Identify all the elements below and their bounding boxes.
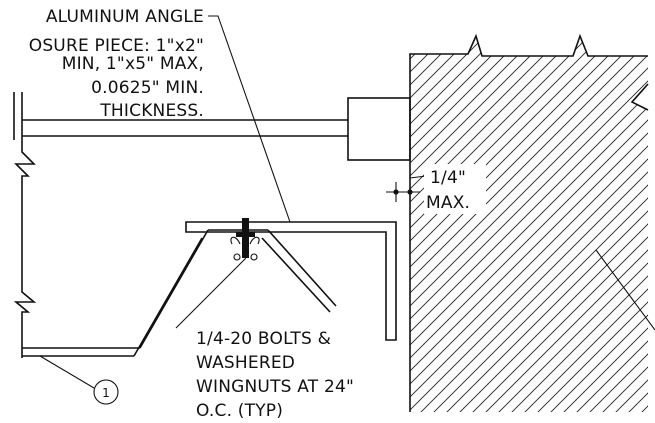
hatch-line <box>410 36 544 412</box>
gap-note-mask <box>424 164 486 214</box>
hatch-line <box>410 36 557 412</box>
hatch-line <box>410 36 648 412</box>
gap-note-line-1: 1/4" <box>430 168 466 188</box>
hatch-line <box>410 36 518 412</box>
hatch-line <box>410 36 648 412</box>
aluminum-angle-note: ALUMINUM ANGLE OSURE PIECE: 1"x2" MIN, 1… <box>29 7 204 121</box>
hatch-line <box>410 36 570 412</box>
hatch-line <box>410 36 622 412</box>
callout-1: 1 <box>39 355 119 405</box>
hatch-line <box>410 36 648 412</box>
bolt-note: 1/4-20 BOLTS & WASHERED WINGNUTS AT 24" … <box>196 329 354 421</box>
hatch-line <box>410 36 648 412</box>
hatch-line <box>451 36 648 412</box>
left-wall <box>13 92 37 358</box>
angle-note-line-2: OSURE PIECE: 1"x2" <box>29 36 204 56</box>
bolt-note-line-4: O.C. (TYP) <box>196 401 283 421</box>
gap-note-line-2: MAX. <box>426 193 470 213</box>
angle-note-line-3: MIN, 1"x5" MAX, <box>62 54 204 74</box>
bolt-leader <box>175 257 247 329</box>
hatch-line <box>425 36 648 412</box>
slab-outline <box>409 33 649 412</box>
aluminum-angle <box>185 221 397 341</box>
slope-left-inner <box>133 237 203 357</box>
hatch-line <box>529 36 648 412</box>
wingnut-wings <box>230 236 260 245</box>
hatch-line <box>410 36 583 412</box>
hatch-line <box>412 36 648 412</box>
hatch-line <box>438 36 648 412</box>
hatch-line <box>410 36 648 412</box>
callout-leader <box>39 355 95 389</box>
gap-dimension <box>386 175 427 202</box>
hatch-line <box>410 36 596 412</box>
slab-hatching <box>410 36 648 412</box>
slope-left-outer <box>139 229 209 349</box>
bolt-shank <box>242 218 249 258</box>
hatch-line <box>516 36 648 412</box>
angle-note-line-5: THICKNESS. <box>99 101 204 121</box>
hatch-line <box>568 36 648 412</box>
top-beam <box>22 97 411 161</box>
hatch-line <box>646 36 648 412</box>
angle-leader <box>208 15 291 223</box>
hatch-line <box>503 36 648 412</box>
slope-right-inner <box>261 237 331 313</box>
hatch-line <box>581 36 648 412</box>
hatch-line <box>410 36 531 412</box>
bolt-note-line-3: WINGNUTS AT 24" <box>196 377 354 397</box>
angle-note-line-4: 0.0625" MIN. <box>91 78 204 98</box>
bottom-member <box>22 347 140 357</box>
hatch-line <box>410 36 609 412</box>
bolt-note-line-1: 1/4-20 BOLTS & <box>196 329 331 349</box>
slope-right-outer <box>267 229 337 307</box>
hatch-line <box>410 36 648 412</box>
hatch-line <box>410 36 648 412</box>
gap-note: 1/4" MAX. <box>424 164 486 214</box>
gap-leader <box>409 175 427 179</box>
bolt-note-line-2: WASHERED <box>196 353 295 373</box>
hatch-line <box>490 36 648 412</box>
washer <box>236 232 255 237</box>
hatch-line <box>410 36 505 412</box>
hatch-line <box>477 36 648 412</box>
hatch-line <box>410 36 648 412</box>
hatch-line <box>410 36 648 412</box>
slab-leader <box>595 249 655 331</box>
hatch-line <box>464 36 648 412</box>
hatch-line <box>410 36 648 412</box>
closure-plate <box>133 229 337 357</box>
wingnut-right-lobe <box>250 253 258 261</box>
bolt-assembly <box>230 218 260 261</box>
concrete-slab <box>409 33 649 412</box>
gap-tick-right <box>407 189 413 195</box>
hatch-line <box>594 36 648 412</box>
angle-note-line-1: ALUMINUM ANGLE <box>46 7 204 27</box>
angle-profile <box>185 221 397 341</box>
hatch-line <box>410 36 648 412</box>
hatch-line <box>410 36 479 412</box>
wall-line-outer <box>13 92 37 358</box>
hatch-line <box>555 36 648 412</box>
hatch-line <box>620 36 648 412</box>
hatch-line <box>410 36 648 412</box>
callout-circle <box>93 379 119 405</box>
beam-end-block <box>347 97 411 161</box>
callout-number: 1 <box>102 386 110 400</box>
hatch-line <box>410 36 492 412</box>
hatch-line <box>410 36 635 412</box>
wingnut-left-lobe <box>233 253 241 261</box>
hatch-line <box>542 36 648 412</box>
